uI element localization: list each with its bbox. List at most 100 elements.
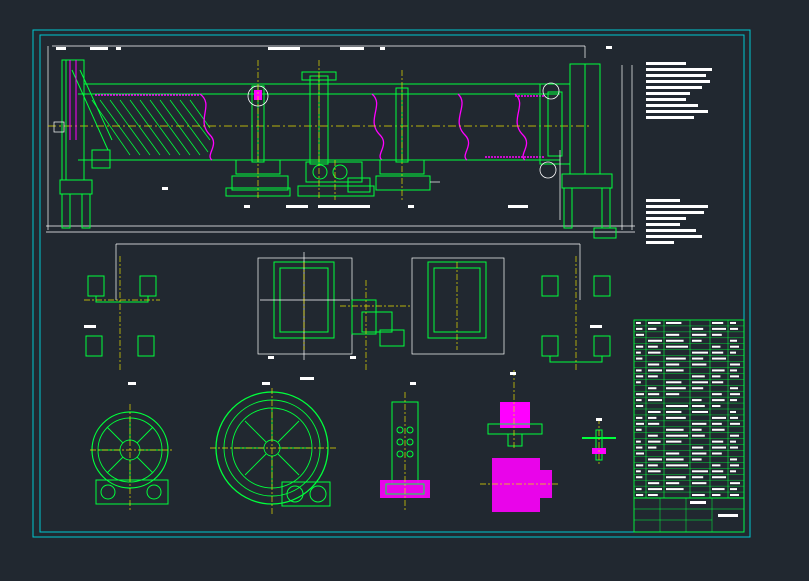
parts-cell-text: [692, 476, 704, 479]
parts-cell-text: [692, 387, 704, 390]
parts-cell-text: [648, 434, 658, 437]
parts-cell-text: [648, 494, 658, 497]
parts-cell-text: [648, 464, 658, 467]
parts-cell-text: [730, 369, 737, 372]
elevation-view: [46, 45, 635, 239]
parts-cell-text: [712, 351, 724, 354]
parts-cell-text: [712, 333, 722, 336]
parts-cell-text: [636, 476, 643, 479]
parts-cell-text: [730, 327, 738, 330]
parts-cell-text: [666, 440, 682, 443]
parts-cell-text: [648, 393, 660, 396]
parts-cell-text: [666, 416, 686, 419]
parts-cell-text: [666, 393, 680, 396]
shaft-detail: [480, 370, 560, 512]
parts-cell-text: [692, 351, 708, 354]
parts-cell-text: [692, 405, 705, 408]
parts-cell-text: [692, 452, 707, 455]
parts-cell-text: [648, 345, 658, 348]
parts-cell-text: [648, 440, 661, 443]
parts-cell-text: [666, 452, 680, 455]
parts-cell-text: [730, 387, 738, 390]
parts-cell-text: [730, 416, 738, 419]
parts-cell-text: [692, 375, 705, 378]
parts-cell-text: [730, 321, 736, 324]
parts-cell-text: [648, 351, 661, 354]
parts-cell-text: [636, 399, 642, 402]
parts-cell-text: [636, 464, 644, 467]
parts-cell-text: [712, 381, 724, 384]
parts-cell-text: [730, 339, 737, 342]
plan-view: [84, 243, 611, 380]
parts-cell-text: [666, 381, 682, 384]
parts-list: [633, 319, 745, 499]
parts-cell-text: [666, 476, 686, 479]
parts-cell-text: [648, 422, 660, 425]
parts-cell-text: [712, 416, 726, 419]
parts-cell-text: [636, 393, 644, 396]
parts-cell-text: [712, 327, 726, 330]
parts-cell-text: [692, 363, 707, 366]
parts-cell-text: [648, 387, 657, 390]
parts-cell-text: [712, 452, 722, 455]
parts-cell-text: [636, 440, 641, 443]
parts-cell-text: [666, 387, 686, 390]
technical-notes: [646, 62, 712, 244]
parts-cell-text: [692, 333, 707, 336]
parts-cell-text: [730, 393, 740, 396]
parts-cell-text: [636, 416, 643, 419]
parts-cell-text: [648, 327, 657, 330]
parts-cell-text: [636, 351, 641, 354]
parts-cell-text: [692, 357, 704, 360]
parts-cell-text: [636, 345, 644, 348]
feed-end-section: [90, 382, 172, 512]
parts-cell-text: [712, 476, 726, 479]
parts-cell-text: [712, 369, 725, 372]
parts-cell-text: [730, 494, 739, 497]
parts-cell-text: [692, 434, 705, 437]
parts-cell-text: [692, 428, 702, 431]
parts-cell-text: [648, 446, 657, 449]
parts-cell-text: [666, 345, 688, 348]
parts-cell-text: [648, 416, 657, 419]
parts-cell-text: [648, 321, 661, 324]
parts-cell-text: [730, 470, 736, 473]
parts-cell-text: [666, 405, 688, 408]
parts-cell-text: [712, 428, 725, 431]
parts-cell-text: [712, 405, 721, 408]
parts-cell-text: [636, 470, 641, 473]
parts-cell-text: [648, 363, 660, 366]
parts-cell-text: [692, 381, 708, 384]
parts-cell-text: [648, 482, 660, 485]
parts-cell-text: [648, 399, 662, 402]
parts-cell-text: [692, 482, 707, 485]
parts-cell-text: [636, 428, 642, 431]
parts-cell-text: [666, 357, 686, 360]
parts-cell-text: [666, 482, 680, 485]
parts-cell-text: [730, 464, 739, 467]
parts-cell-text: [648, 458, 662, 461]
parts-cell-text: [666, 428, 684, 431]
parts-cell-text: [692, 446, 704, 449]
roller-detail: [380, 382, 430, 512]
parts-cell-text: [712, 375, 721, 378]
parts-cell-text: [730, 351, 736, 354]
bolt-detail: [582, 418, 616, 466]
parts-cell-text: [692, 494, 705, 497]
parts-cell-text: [636, 381, 641, 384]
parts-cell-text: [692, 470, 708, 473]
parts-cell-text: [636, 405, 644, 408]
parts-cell-text: [636, 494, 644, 497]
parts-cell-text: [712, 440, 724, 443]
parts-cell-text: [730, 410, 736, 413]
parts-cell-text: [636, 488, 642, 491]
parts-cell-text: [666, 369, 684, 372]
parts-cell-text: [636, 357, 643, 360]
parts-cell-text: [636, 327, 643, 330]
parts-cell-text: [666, 321, 682, 324]
parts-cell-text: [666, 464, 688, 467]
parts-cell-text: [636, 446, 643, 449]
parts-cell-text: [666, 339, 684, 342]
parts-cell-text: [730, 399, 737, 402]
